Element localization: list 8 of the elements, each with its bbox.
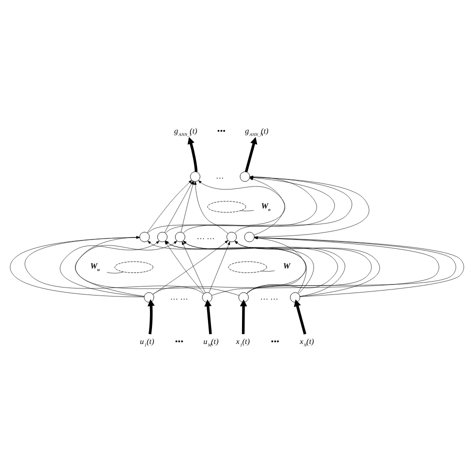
label: ••• xyxy=(217,126,226,136)
label: … … xyxy=(196,232,215,241)
label: … … xyxy=(260,292,278,302)
label: ••• xyxy=(270,337,280,346)
label: … xyxy=(216,172,224,181)
node-text: W xyxy=(283,262,290,271)
label: … … xyxy=(170,292,188,302)
label: ••• xyxy=(175,337,184,346)
